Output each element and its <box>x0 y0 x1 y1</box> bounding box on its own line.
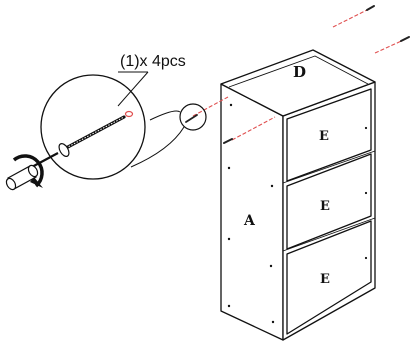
screw-icon <box>223 138 233 144</box>
side-panel-holes <box>227 103 275 324</box>
target-hole-circle <box>179 103 207 131</box>
screw-icon <box>58 115 126 157</box>
label-top-panel: D <box>293 63 306 81</box>
screws-small <box>223 5 410 144</box>
guide-line-left-2 <box>231 116 276 141</box>
callout-quantity-label: (1)x 4pcs <box>120 53 186 70</box>
rotate-arrow-icon <box>12 154 44 188</box>
guide-line-top-right-1 <box>332 9 368 28</box>
callout-leader <box>117 71 149 107</box>
guide-line-left-1 <box>192 96 229 117</box>
label-side-panel: A <box>243 213 256 229</box>
magnified-view-circle <box>40 74 146 180</box>
screw-icon <box>366 5 375 11</box>
drawer-front-2 <box>286 153 372 250</box>
screwdriver-icon <box>5 152 59 191</box>
pilot-hole <box>124 110 134 118</box>
label-drawer-1: E <box>319 129 329 144</box>
cabinet <box>220 49 376 341</box>
rotate-arrowhead <box>30 177 43 188</box>
side-panel-a <box>220 83 284 341</box>
drawer-front-3 <box>286 220 372 335</box>
callout-connectors <box>130 110 185 168</box>
label-drawer-2: E <box>320 199 330 214</box>
screw-guides <box>192 9 409 141</box>
drawer-front-1 <box>286 88 372 182</box>
top-panel-d <box>220 49 376 117</box>
label-drawer-3: E <box>320 272 330 287</box>
drawer-knob-dots <box>364 126 368 260</box>
screw-icon <box>400 36 410 42</box>
